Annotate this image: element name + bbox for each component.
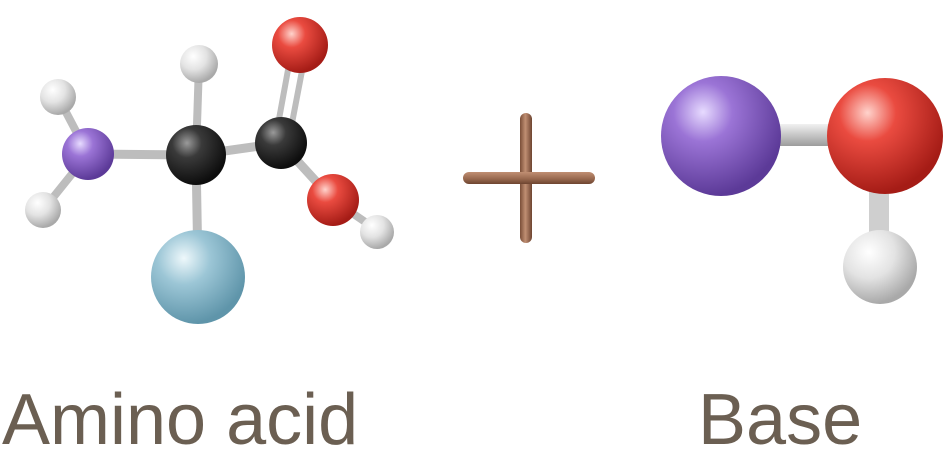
carboxyl-carbon-atom — [255, 117, 307, 169]
base-nitrogen-atom — [661, 76, 781, 196]
oxygen-atom-double-bond — [272, 17, 328, 73]
base-oxygen-atom — [827, 78, 943, 194]
base-label: Base — [698, 380, 863, 460]
hydrogen-atom-bottom-left — [25, 192, 61, 228]
base-hydrogen-atom — [843, 230, 917, 304]
hydrogen-atom-top — [180, 45, 218, 83]
amino-acid-label: Amino acid — [2, 380, 359, 460]
hydrogen-atom-hydroxyl — [360, 215, 394, 249]
hydrogen-atom-top-left — [40, 79, 76, 115]
plus-sign — [463, 113, 595, 243]
alpha-carbon-atom — [166, 125, 226, 185]
plus-horizontal-bar — [463, 172, 595, 184]
base-molecule — [661, 76, 943, 304]
oxygen-atom-hydroxyl — [307, 174, 359, 226]
nitrogen-atom — [62, 128, 114, 180]
side-chain-atom — [151, 230, 245, 324]
amino-acid-molecule — [25, 17, 394, 324]
